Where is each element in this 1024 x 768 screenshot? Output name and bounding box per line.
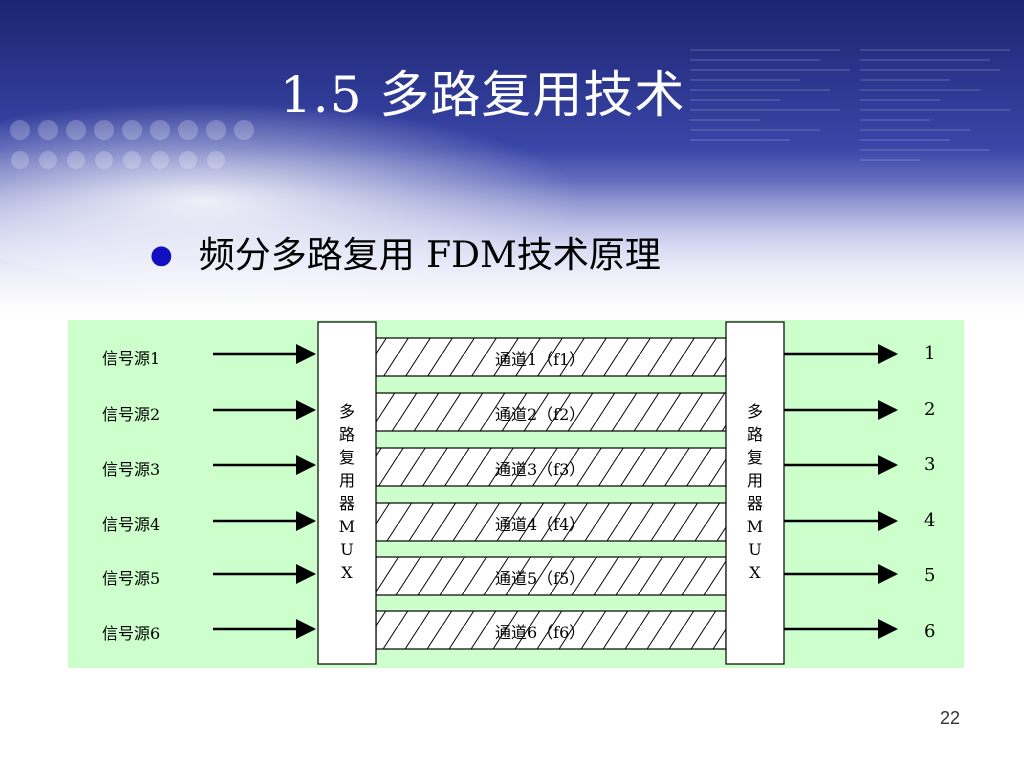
channel-label-5: 通道5（f5） (495, 569, 586, 588)
output-label-4: 4 (924, 510, 936, 531)
channel-label-1: 通道1（f1） (495, 350, 586, 369)
source-label-1: 信号源1 (102, 349, 161, 368)
output-label-3: 3 (924, 454, 936, 475)
fdm-diagram: 信号源1 信号源2 信号源3 信号源4 信号源5 信号源6 通道1（f1） 通道… (68, 320, 964, 668)
channel-label-4: 通道4（f4） (495, 515, 586, 534)
channel-bars (375, 337, 727, 650)
page-title: 1.5 多路复用技术 (280, 66, 686, 124)
source-label-6: 信号源6 (102, 624, 161, 643)
channel-label-2: 通道2（f2） (495, 405, 586, 424)
channel-label-6: 通道6（f6） (495, 623, 586, 642)
output-label-5: 5 (924, 565, 936, 586)
bullet-dot-icon: ● (150, 240, 173, 270)
page-number: 22 (940, 708, 961, 728)
output-label-1: 1 (924, 343, 936, 364)
header-banner (0, 0, 1024, 330)
output-label-6: 6 (924, 621, 936, 642)
output-arrows (784, 344, 898, 639)
source-label-4: 信号源4 (102, 515, 161, 534)
bullet-text: 频分多路复用 FDM技术原理 (198, 235, 661, 276)
bullet-item: ● 频分多路复用 FDM技术原理 (150, 226, 661, 278)
source-label-5: 信号源5 (102, 569, 161, 588)
output-label-2: 2 (924, 399, 936, 420)
mux-left-box (317, 321, 377, 665)
input-arrows (213, 344, 316, 639)
source-label-3: 信号源3 (102, 460, 161, 479)
channel-label-3: 通道3（f3） (495, 460, 586, 479)
mux-right-box (725, 321, 785, 665)
fdm-diagram-graphics (213, 321, 898, 665)
source-label-2: 信号源2 (102, 405, 161, 424)
